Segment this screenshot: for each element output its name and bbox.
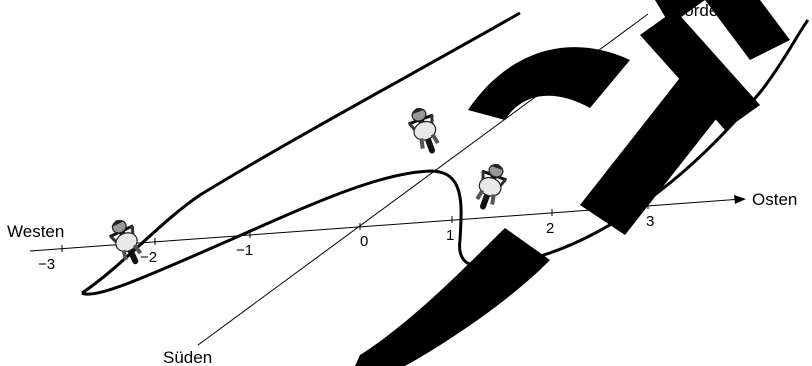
tick-label: 0 <box>360 233 368 250</box>
tick-label: −2 <box>140 249 157 266</box>
tick-label: 2 <box>546 220 554 237</box>
south-label: Süden <box>163 348 212 366</box>
axis-arrowhead <box>734 195 746 204</box>
east-label: Osten <box>752 190 797 209</box>
tick-label: −1 <box>236 242 253 259</box>
cyclist-icon <box>470 160 511 214</box>
tick-label: −3 <box>38 256 55 273</box>
west-label: Westen <box>7 222 64 241</box>
tick-label: 1 <box>446 227 454 244</box>
cyclist-icon <box>404 104 445 158</box>
north-label: Norden <box>672 1 728 20</box>
watermark <box>355 0 790 366</box>
tick-label: 3 <box>646 213 654 230</box>
